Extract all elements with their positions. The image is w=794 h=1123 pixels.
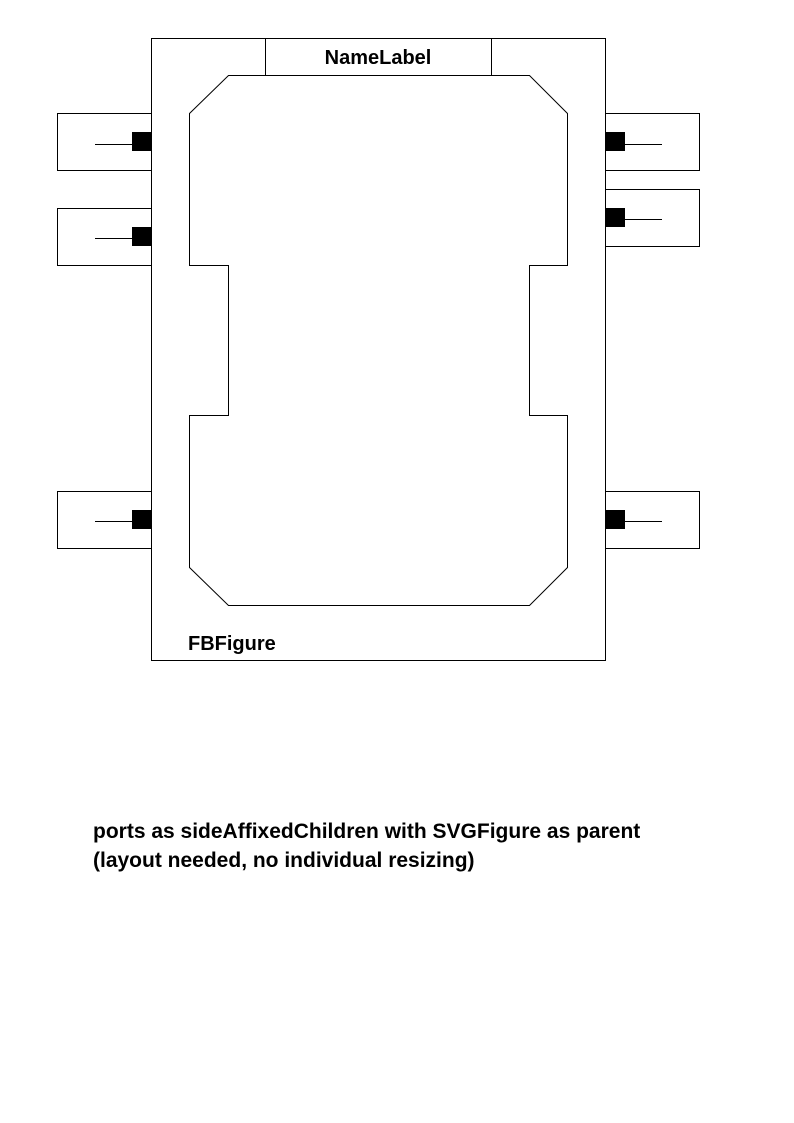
port-anchor[interactable] bbox=[606, 510, 625, 529]
port-anchor[interactable] bbox=[132, 510, 151, 529]
port-anchor[interactable] bbox=[606, 132, 625, 151]
left-port-2[interactable] bbox=[57, 208, 152, 266]
port-anchor[interactable] bbox=[606, 208, 625, 227]
right-port-3[interactable] bbox=[605, 491, 700, 549]
fb-figure-box bbox=[151, 38, 606, 661]
name-label-box bbox=[265, 38, 492, 76]
caption-line-2: (layout needed, no individual resizing) bbox=[93, 849, 475, 872]
left-port-3[interactable] bbox=[57, 491, 152, 549]
caption-text: ports as sideAffixedChildren with SVGFig… bbox=[93, 817, 640, 875]
port-anchor[interactable] bbox=[132, 227, 151, 246]
port-anchor[interactable] bbox=[132, 132, 151, 151]
right-port-2[interactable] bbox=[605, 189, 700, 247]
right-port-1[interactable] bbox=[605, 113, 700, 171]
fb-body-shape bbox=[189, 75, 568, 606]
name-label: NameLabel bbox=[325, 47, 432, 69]
fb-figure-label: FBFigure bbox=[188, 633, 276, 655]
caption-line-1: ports as sideAffixedChildren with SVGFig… bbox=[93, 820, 641, 843]
left-port-1[interactable] bbox=[57, 113, 152, 171]
